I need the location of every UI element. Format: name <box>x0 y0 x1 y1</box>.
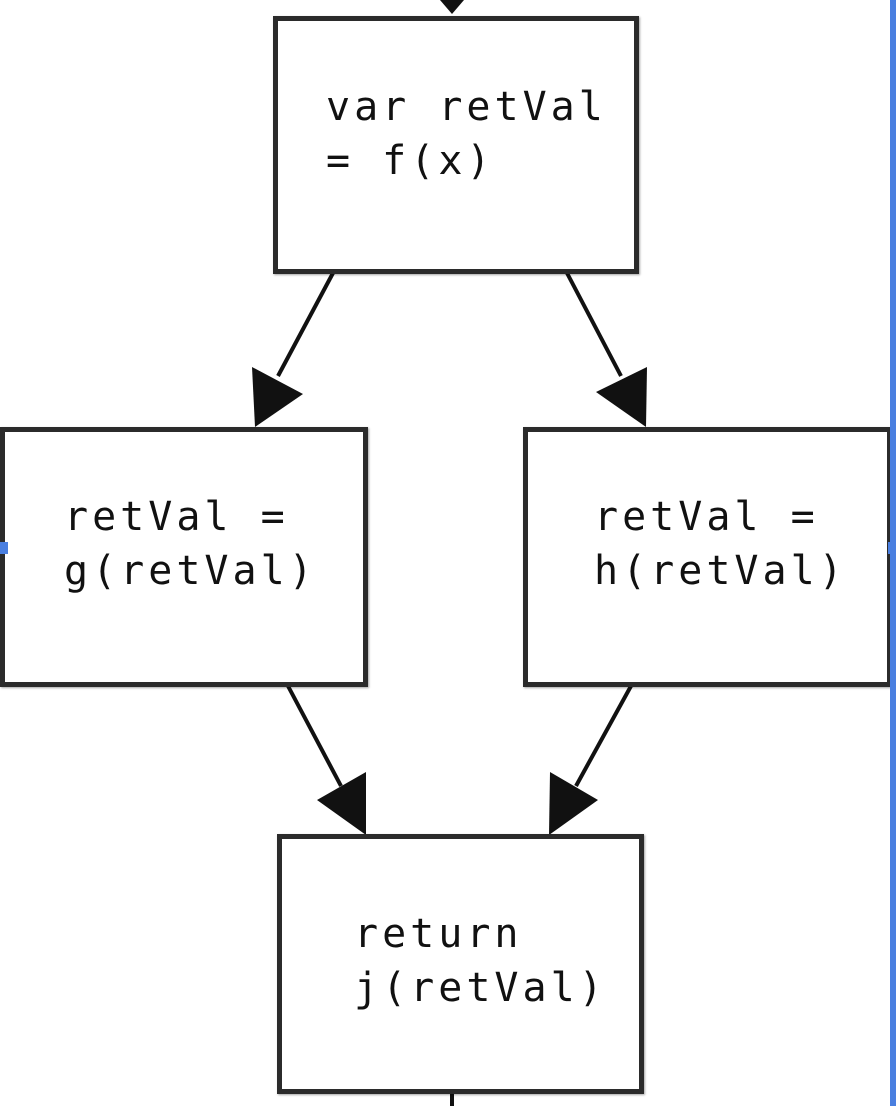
node-right-branch[interactable] <box>523 427 892 687</box>
edge-assign-to-left[interactable] <box>252 272 335 427</box>
edge-left-to-return[interactable] <box>286 685 366 835</box>
node-assign-line-1: var retVal <box>326 84 607 130</box>
node-right-line-1: retVal = <box>594 494 819 540</box>
node-return[interactable] <box>277 834 644 1094</box>
node-return-line-1: return <box>354 911 523 957</box>
edge-assign-to-right[interactable] <box>565 272 647 427</box>
node-return-line-2: j(retVal) <box>354 965 607 1011</box>
node-assign-retval[interactable] <box>273 16 639 274</box>
node-assign-retval-label: var retVal = f(x) <box>326 80 607 188</box>
node-left-line-2: g(retVal) <box>64 548 317 594</box>
edge-incoming-top <box>440 0 464 14</box>
node-right-branch-label: retVal = h(retVal) <box>594 490 847 598</box>
node-return-label: return j(retVal) <box>354 907 607 1015</box>
node-left-branch[interactable] <box>0 427 368 687</box>
node-left-line-1: retVal = <box>64 494 289 540</box>
node-left-branch-label: retVal = g(retVal) <box>64 490 317 598</box>
selection-handle-right[interactable] <box>888 542 896 554</box>
node-assign-line-2: = f(x) <box>326 138 495 184</box>
edge-right-to-return[interactable] <box>549 685 633 835</box>
selection-handle-left[interactable] <box>0 542 8 554</box>
node-right-line-2: h(retVal) <box>594 548 847 594</box>
